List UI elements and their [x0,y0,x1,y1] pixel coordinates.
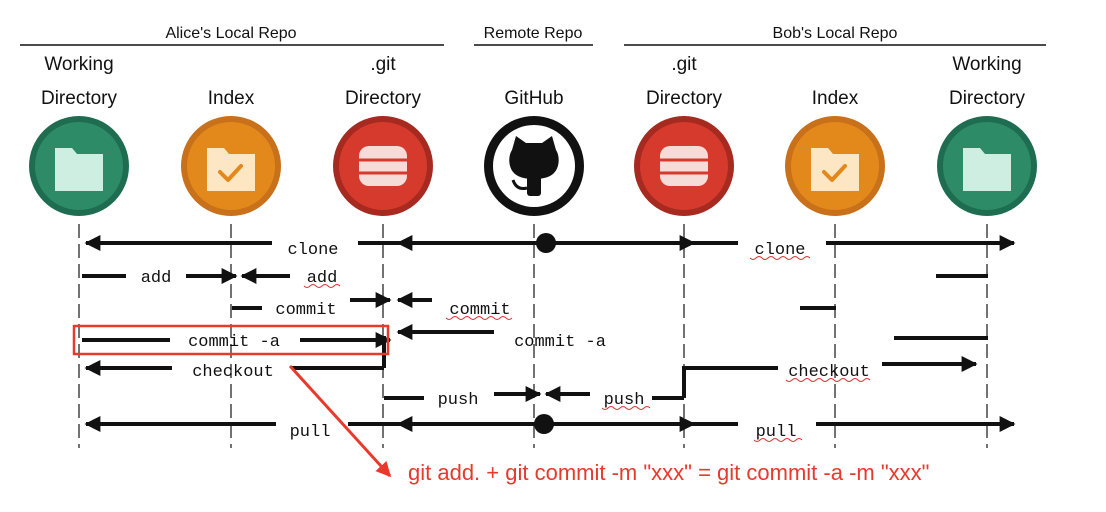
col-alice-working-line2: Directory [41,88,118,109]
bob-working-directory-icon [937,116,1037,216]
col-alice-git-line1: .git [370,54,396,75]
pull-junction-dot [534,414,554,434]
alice-working-directory-icon [29,116,129,216]
col-bob-index-label: Index [812,88,859,109]
commit-label-left: commit [275,301,336,320]
col-alice-git-line2: Directory [345,88,422,109]
commit-spellcheck [445,316,513,320]
alice-index-icon [181,116,281,216]
push-label-right: push [604,391,645,410]
column-labels: Working Directory Index .git Directory G… [41,54,1026,109]
bob-repo-header: Bob's Local Repo [773,25,898,42]
github-octocat-icon [509,136,559,196]
commit-label-right: commit [449,301,510,320]
col-bob-working-line2: Directory [949,88,1026,109]
bob-git-directory-icon [634,116,734,216]
folder-icon [55,148,103,191]
commit-a-highlight-box [72,324,390,356]
command-labels: clone clone add add commit commit commit… [141,241,871,442]
checkout-label-alice: checkout [192,363,274,382]
col-bob-git-line2: Directory [646,88,723,109]
col-github-label: GitHub [504,88,563,109]
bob-index-icon [785,116,885,216]
add-label-left: add [141,269,172,288]
database-icon [660,146,708,186]
commit-a-label-left: commit -a [188,333,280,352]
section-headers: Alice's Local Repo Remote Repo Bob's Loc… [20,25,1046,46]
pull-bob-spellcheck [753,438,803,442]
clone-junction-dot [536,233,556,253]
annotation-text: git add. + git commit -m "xxx" = git com… [408,460,929,485]
col-bob-git-line1: .git [671,54,697,75]
clone-label-alice: clone [287,241,338,260]
remote-repo-header: Remote Repo [484,25,583,42]
commit-a-label-right: commit -a [514,333,606,352]
pull-label-bob: pull [756,423,797,442]
pull-label-alice: pull [290,423,331,442]
command-arrows [82,235,1016,432]
col-alice-working-line1: Working [44,54,113,75]
clone-bob-spellcheck [749,256,811,260]
checkout-bob-spellcheck [785,378,871,382]
database-icon [359,146,407,186]
github-icon-circle [484,116,584,216]
add-spellcheck [303,284,341,288]
folder-icon [963,148,1011,191]
col-alice-index-label: Index [208,88,255,109]
clone-label-bob: clone [754,241,805,260]
alice-git-directory-icon [333,116,433,216]
alice-repo-header: Alice's Local Repo [165,25,296,42]
push-spellcheck [601,406,651,410]
add-label-right: add [307,269,338,288]
push-label-left: push [438,391,479,410]
index-folder-check-icon [207,148,255,191]
index-folder-check-icon [811,148,859,191]
col-bob-working-line1: Working [952,54,1021,75]
checkout-label-bob: checkout [788,363,870,382]
annotation-arrow [288,364,392,478]
